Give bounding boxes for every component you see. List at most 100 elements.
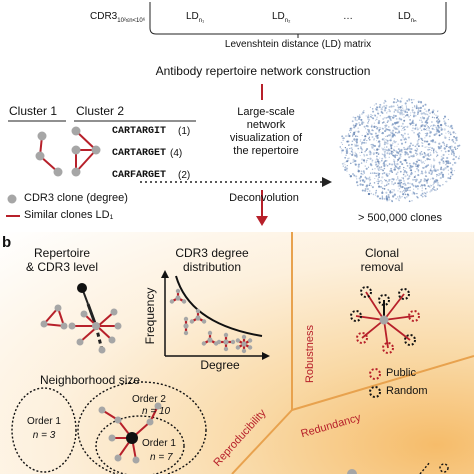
network-dot bbox=[414, 145, 417, 148]
network-dot bbox=[343, 162, 345, 164]
network-dot bbox=[413, 131, 415, 134]
network-dot bbox=[449, 162, 451, 164]
network-dot bbox=[404, 193, 407, 196]
network-dot bbox=[450, 125, 452, 128]
network-dot bbox=[371, 124, 373, 126]
network-dot bbox=[425, 140, 428, 143]
network-dot bbox=[410, 171, 412, 173]
network-dot bbox=[406, 189, 409, 192]
network-dot bbox=[452, 158, 455, 161]
network-dot bbox=[381, 198, 384, 200]
network-dot bbox=[377, 182, 380, 185]
network-dot bbox=[445, 145, 448, 148]
network-dot bbox=[384, 125, 386, 127]
network-dot bbox=[384, 165, 386, 168]
network-dot bbox=[386, 152, 389, 155]
random-node bbox=[404, 334, 416, 346]
network-dot bbox=[449, 177, 452, 180]
network-dot bbox=[436, 173, 438, 176]
network-dot bbox=[373, 104, 376, 106]
network-dot bbox=[402, 127, 404, 130]
network-dot bbox=[444, 150, 447, 153]
network-dot bbox=[367, 118, 369, 120]
network-dot bbox=[391, 200, 394, 203]
network-dot bbox=[354, 144, 357, 147]
network-dot bbox=[418, 132, 421, 134]
network-dot bbox=[346, 170, 348, 172]
network-dot bbox=[412, 130, 414, 132]
network-dot bbox=[341, 135, 344, 138]
divider-horizontal bbox=[291, 355, 474, 411]
network-dot bbox=[388, 126, 390, 128]
network-dot bbox=[383, 172, 386, 174]
network-dot bbox=[385, 149, 387, 151]
network-dot bbox=[367, 116, 369, 118]
network-dot bbox=[416, 195, 418, 198]
network-dot bbox=[407, 136, 410, 139]
network-dot bbox=[390, 137, 392, 139]
public-legend-symbol bbox=[369, 368, 381, 380]
network-dot bbox=[423, 179, 426, 183]
network-dot bbox=[409, 100, 411, 102]
network-dot bbox=[401, 163, 404, 166]
network-dot bbox=[393, 167, 395, 169]
network-dot bbox=[435, 150, 437, 153]
network-dot bbox=[446, 160, 450, 163]
network-dot bbox=[403, 132, 406, 135]
network-dot bbox=[435, 190, 437, 192]
network-dot bbox=[346, 165, 349, 167]
network-dot bbox=[341, 152, 343, 154]
network-dot bbox=[364, 176, 367, 178]
network-dot bbox=[354, 151, 356, 153]
network-dot bbox=[392, 151, 394, 153]
network-dot bbox=[399, 185, 402, 188]
network-dot bbox=[437, 115, 439, 117]
network-dot bbox=[432, 164, 436, 167]
network-dot bbox=[383, 184, 386, 187]
public-node bbox=[356, 332, 368, 344]
network-dot bbox=[374, 161, 377, 164]
network-dot bbox=[438, 134, 441, 137]
network-dot bbox=[407, 186, 410, 189]
network-dot bbox=[366, 121, 369, 124]
network-dot bbox=[353, 131, 356, 134]
network-dot bbox=[424, 146, 427, 149]
network-dot bbox=[433, 180, 436, 183]
network-dot bbox=[438, 146, 440, 148]
network-dot bbox=[364, 189, 367, 192]
network-dot bbox=[344, 166, 347, 168]
network-dot bbox=[355, 141, 358, 144]
network-dot bbox=[359, 114, 361, 116]
network-dot bbox=[387, 193, 390, 196]
network-dot bbox=[371, 136, 374, 138]
network-dot bbox=[351, 149, 353, 151]
network-dot bbox=[428, 171, 431, 174]
network-dot bbox=[406, 196, 408, 198]
network-dot bbox=[385, 117, 388, 119]
network-dot bbox=[397, 106, 400, 109]
network-dot bbox=[344, 168, 347, 171]
network-dot bbox=[350, 128, 352, 130]
network-dot bbox=[433, 148, 435, 151]
network-dot bbox=[388, 109, 390, 111]
network-dot bbox=[396, 196, 399, 198]
network-dot bbox=[447, 177, 450, 179]
network-dot bbox=[428, 115, 430, 118]
network-dot bbox=[389, 191, 392, 194]
network-dot bbox=[431, 170, 434, 173]
network-dot bbox=[392, 105, 395, 108]
network-dot bbox=[367, 114, 370, 117]
network-dot bbox=[420, 194, 423, 197]
network-dot bbox=[393, 114, 395, 117]
network-dot bbox=[378, 169, 380, 171]
network-dot bbox=[346, 148, 349, 150]
network-dot bbox=[391, 132, 394, 135]
network-dot bbox=[440, 145, 443, 148]
network-dot bbox=[385, 105, 387, 107]
network-dot bbox=[416, 148, 419, 151]
network-dot bbox=[381, 159, 383, 162]
network-dot bbox=[429, 130, 431, 132]
network-dot bbox=[400, 97, 403, 100]
network-dot bbox=[370, 152, 372, 154]
network-dot bbox=[410, 147, 413, 151]
